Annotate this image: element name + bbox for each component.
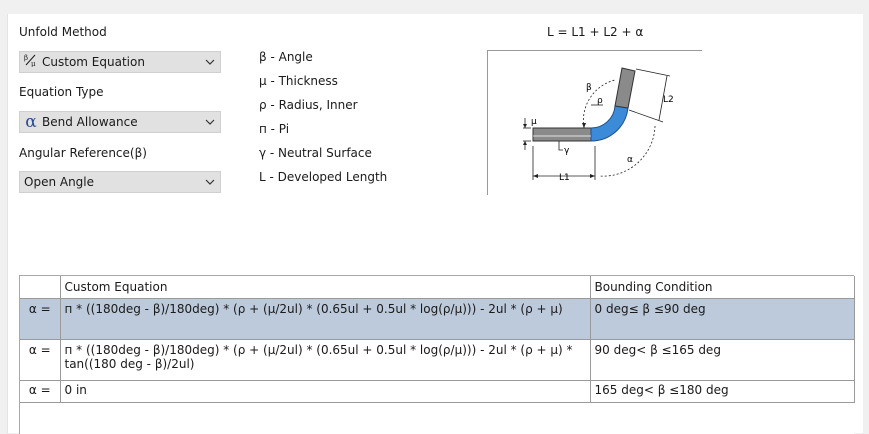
legend-item-developed-length: L - Developed Length <box>259 170 388 184</box>
chevron-down-icon <box>205 119 215 125</box>
table-header-row-label <box>20 276 61 299</box>
legend-item-angle: β - Angle <box>259 50 313 64</box>
equation-cell[interactable]: п * ((180deg - β)/180deg) * (ρ + (μ/2ul)… <box>60 339 591 381</box>
table-header-custom-equation[interactable]: Custom Equation <box>60 276 591 299</box>
custom-equation-icon: β μ <box>24 53 38 71</box>
svg-text:β: β <box>24 54 28 62</box>
diagram-gamma: γ <box>564 146 570 156</box>
condition-cell[interactable]: 90 deg< β ≤165 deg <box>590 339 855 381</box>
equation-type-value: Bend Allowance <box>42 115 138 129</box>
legend-item-pi: п - Pi <box>259 122 290 136</box>
diagram-beta: β <box>586 83 592 93</box>
chevron-down-icon <box>205 59 215 65</box>
legend-item-thickness: μ - Thickness <box>259 74 338 88</box>
condition-cell[interactable]: 0 deg≤ β ≤90 deg <box>590 298 855 340</box>
svg-text:μ: μ <box>31 60 36 67</box>
bend-diagram: μ γ ρ β L1 L2 α <box>487 50 702 195</box>
diagram-l2: L2 <box>663 95 674 105</box>
table-header-row: Custom Equation Bounding Condition <box>20 276 855 299</box>
legend-item-neutral-surface: γ - Neutral Surface <box>259 146 372 160</box>
row-label: α = <box>20 380 61 403</box>
alpha-icon: α <box>25 112 37 132</box>
unfold-method-label: Unfold Method <box>19 25 107 39</box>
angular-reference-value: Open Angle <box>24 175 95 189</box>
angular-reference-label: Angular Reference(β) <box>19 146 147 160</box>
diagram-alpha: α <box>627 155 633 165</box>
chevron-down-icon <box>205 179 215 185</box>
equation-cell[interactable]: 0 in <box>60 380 591 403</box>
equation-type-dropdown[interactable]: α Bend Allowance <box>19 111 221 133</box>
legend-item-radius: ρ - Radius, Inner <box>259 98 358 112</box>
unfold-method-value: Custom Equation <box>42 55 145 69</box>
diagram-l1: L1 <box>559 173 570 183</box>
equation-cell[interactable]: п * ((180deg - β)/180deg) * (ρ + (μ/2ul)… <box>59 298 591 340</box>
unfold-method-dropdown[interactable]: β μ Custom Equation <box>19 51 221 73</box>
table-row[interactable]: α = п * ((180deg - β)/180deg) * (ρ + (μ/… <box>20 298 855 340</box>
condition-cell[interactable]: 165 deg< β ≤180 deg <box>590 380 855 403</box>
diagram-mu: μ <box>531 117 537 127</box>
angular-reference-dropdown[interactable]: Open Angle <box>19 171 221 193</box>
row-label: α = <box>20 339 61 381</box>
equation-type-label: Equation Type <box>19 85 104 99</box>
diagram-rho: ρ <box>597 96 603 106</box>
table-row[interactable]: α = 0 in 165 deg< β ≤180 deg <box>20 380 855 403</box>
table-header-bounding-condition[interactable]: Bounding Condition <box>590 276 855 299</box>
developed-length-formula: L = L1 + L2 + α <box>547 25 644 39</box>
row-label: α = <box>20 298 61 340</box>
table-row[interactable]: α = п * ((180deg - β)/180deg) * (ρ + (μ/… <box>20 339 855 381</box>
equation-table: Custom Equation Bounding Condition α = п… <box>19 275 855 434</box>
